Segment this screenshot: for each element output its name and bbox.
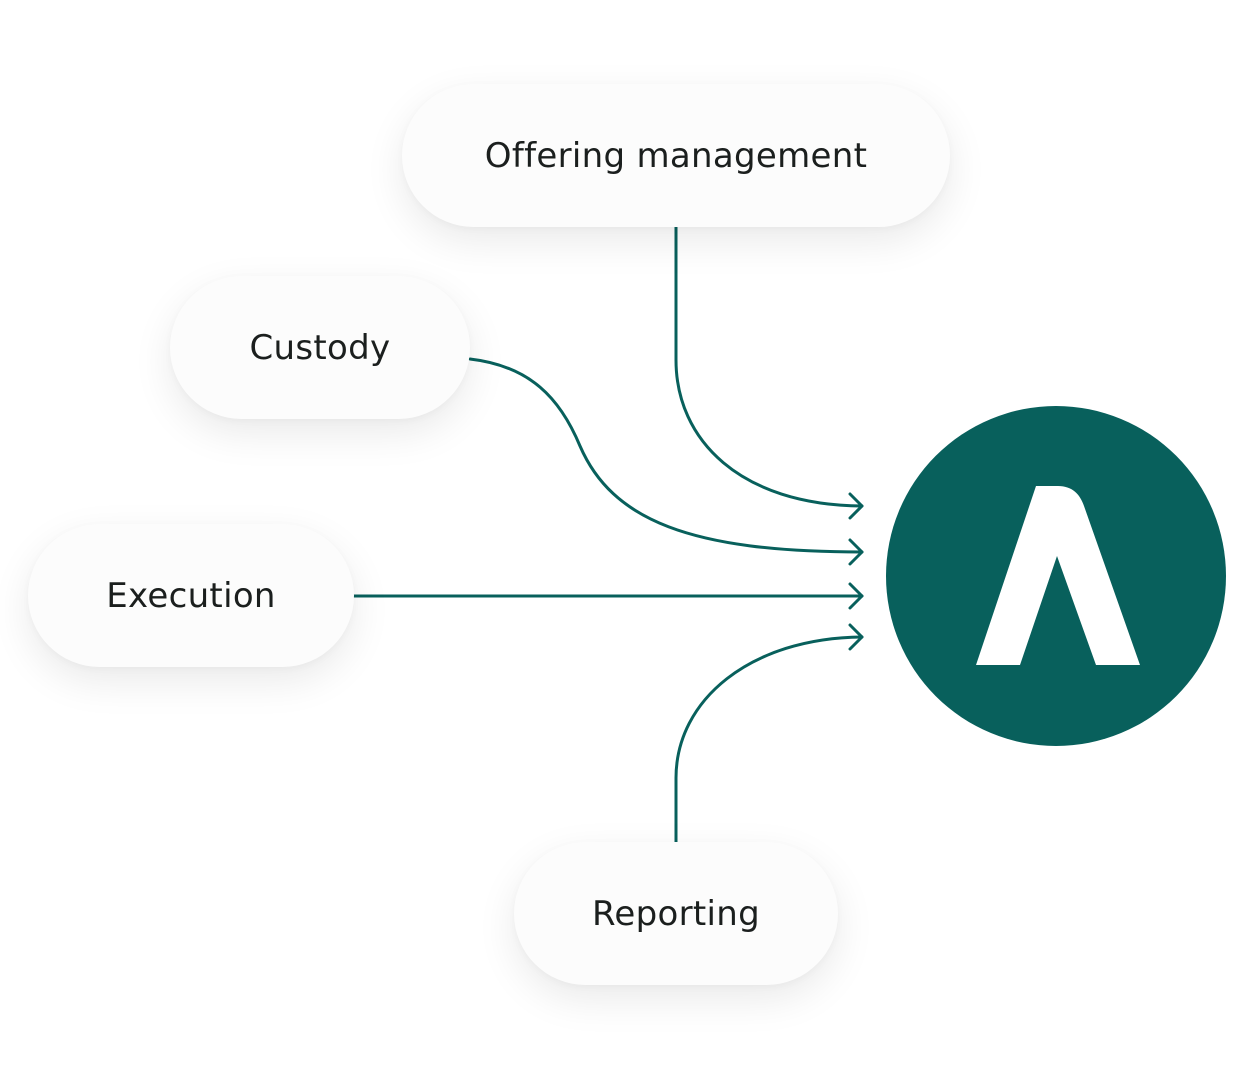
lambda-logo-icon <box>886 406 1226 746</box>
reporting-node: Reporting <box>514 842 838 985</box>
hub-logo <box>886 406 1226 746</box>
execution-label: Execution <box>106 575 276 616</box>
reporting-label: Reporting <box>592 893 760 934</box>
arrowhead-reporting <box>848 623 864 651</box>
arrowhead-custody <box>848 538 864 566</box>
offering-management-label: Offering management <box>484 135 868 176</box>
offering-management-node: Offering management <box>402 84 950 227</box>
execution-node: Execution <box>28 524 354 667</box>
arrowhead-execution <box>848 582 864 610</box>
custody-label: Custody <box>249 327 391 368</box>
connector-reporting <box>674 635 864 844</box>
custody-node: Custody <box>170 276 470 419</box>
connector-custody <box>468 357 864 554</box>
arrowhead-offering <box>848 492 864 520</box>
connector-offering <box>674 224 864 508</box>
